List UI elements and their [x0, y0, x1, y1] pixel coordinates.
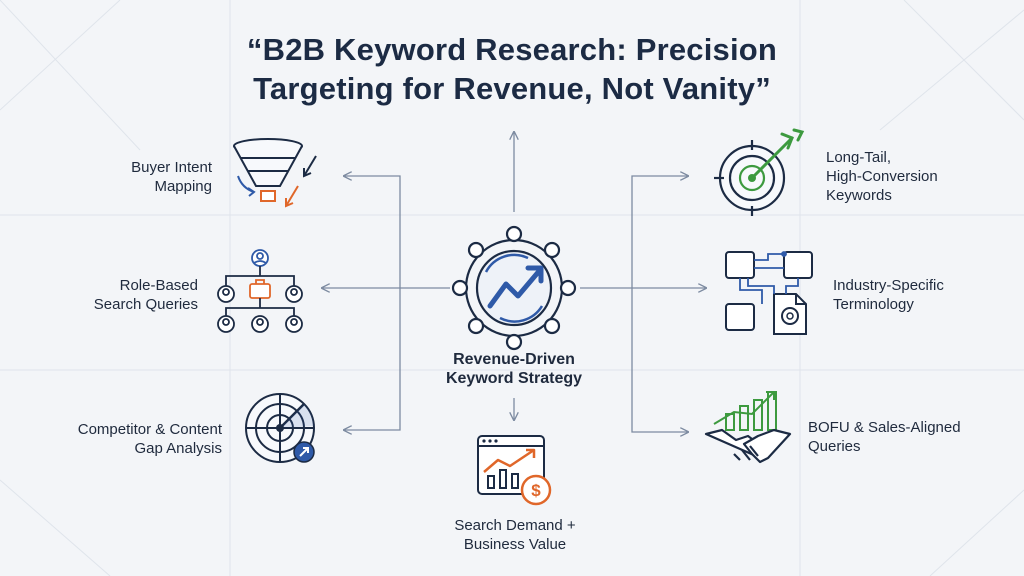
dollar-icon: $ [531, 481, 541, 500]
analytics-dollar-icon: $ [477, 435, 552, 506]
title-line-2: Targeting for Revenue, Not Vanity” [253, 71, 771, 106]
buyer-intent-label: Buyer Intent Mapping [131, 159, 212, 195]
center-label: Revenue-Driven Keyword Strategy [445, 351, 583, 387]
org-chart-icon [217, 249, 303, 333]
role-based-label: Role-Based Search Queries [93, 277, 198, 313]
network-growth-icon [451, 225, 577, 351]
circuit-document-icon [725, 251, 813, 335]
target-icon [714, 128, 805, 216]
competitor-gap-label: Competitor & Content Gap Analysis [77, 421, 222, 457]
connector-left-bottom [344, 288, 401, 430]
search-demand-label: Search Demand + Business Value [454, 517, 576, 553]
funnel-icon [233, 138, 317, 208]
title-line-1: “B2B Keyword Research: Precision [246, 32, 778, 67]
handshake-chart-icon [704, 391, 792, 464]
connector-right-top [631, 176, 688, 288]
bofu-label: BOFU & Sales-Aligned Queries [808, 419, 961, 455]
connector-left-top [344, 176, 401, 288]
industry-terms-label: Industry-Specific Terminology [833, 277, 944, 313]
long-tail-label: Long-Tail, High-Conversion Keywords [826, 149, 938, 204]
page-title: “B2B Keyword Research: Precision Targeti… [120, 30, 904, 108]
connector-right-bottom [631, 288, 688, 432]
radar-icon [245, 393, 315, 463]
